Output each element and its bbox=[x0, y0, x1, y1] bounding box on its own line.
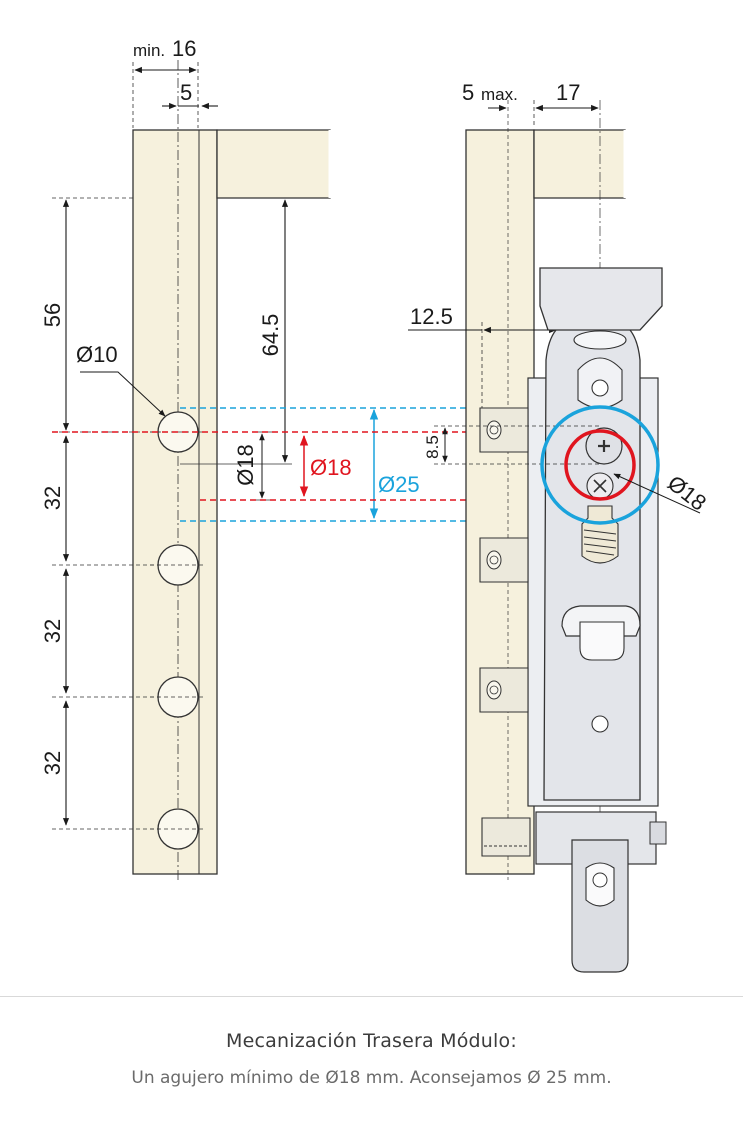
pin-bracket bbox=[479, 667, 529, 713]
left-top-panel bbox=[216, 129, 331, 199]
dim-32-a: 32 bbox=[40, 486, 65, 510]
pin-bracket bbox=[479, 407, 529, 453]
dim-d18-right: Ø18 bbox=[663, 470, 711, 515]
dim-d10: Ø10 bbox=[76, 342, 118, 367]
dim-8-5: 8.5 bbox=[423, 435, 442, 459]
left-view: min. 16 5 56 32 32 32 Ø10 64.5 Ø18 bbox=[40, 36, 420, 880]
dim-d18-red: Ø18 bbox=[310, 455, 352, 480]
dim-d25: Ø25 bbox=[378, 472, 420, 497]
right-top-panel bbox=[533, 129, 626, 199]
dim-min-prefix: min. bbox=[133, 41, 165, 60]
dim-12-5: 12.5 bbox=[410, 304, 453, 329]
bore-d25-circle bbox=[540, 405, 660, 525]
caption-text: Un agujero mínimo de Ø18 mm. Aconsejamos… bbox=[131, 1068, 612, 1088]
hinge-top-cap bbox=[539, 267, 663, 331]
dim-32-b: 32 bbox=[40, 619, 65, 643]
dim-64-5: 64.5 bbox=[258, 314, 283, 357]
pin-bracket bbox=[479, 537, 529, 583]
dim-17: 17 bbox=[556, 80, 580, 105]
adjust-screw bbox=[581, 505, 619, 564]
dim-max-word: max. bbox=[481, 85, 518, 104]
section-divider bbox=[0, 996, 743, 997]
right-side-panel bbox=[465, 129, 535, 875]
dim-d18-black: Ø18 bbox=[233, 444, 258, 486]
technical-drawing: min. 16 5 56 32 32 32 Ø10 64.5 Ø18 bbox=[40, 36, 711, 973]
right-view: 5 max. 17 12.5 bbox=[408, 80, 711, 973]
dim-5-left: 5 bbox=[180, 80, 192, 105]
dim-min-16: 16 bbox=[172, 36, 196, 61]
caption-title: Mecanización Trasera Módulo: bbox=[226, 1030, 517, 1052]
dim-56: 56 bbox=[40, 303, 65, 327]
dim-32-c: 32 bbox=[40, 751, 65, 775]
left-side-panel bbox=[132, 129, 218, 875]
dim-5-max: 5 bbox=[462, 80, 474, 105]
bore-d18-circle bbox=[564, 429, 636, 501]
